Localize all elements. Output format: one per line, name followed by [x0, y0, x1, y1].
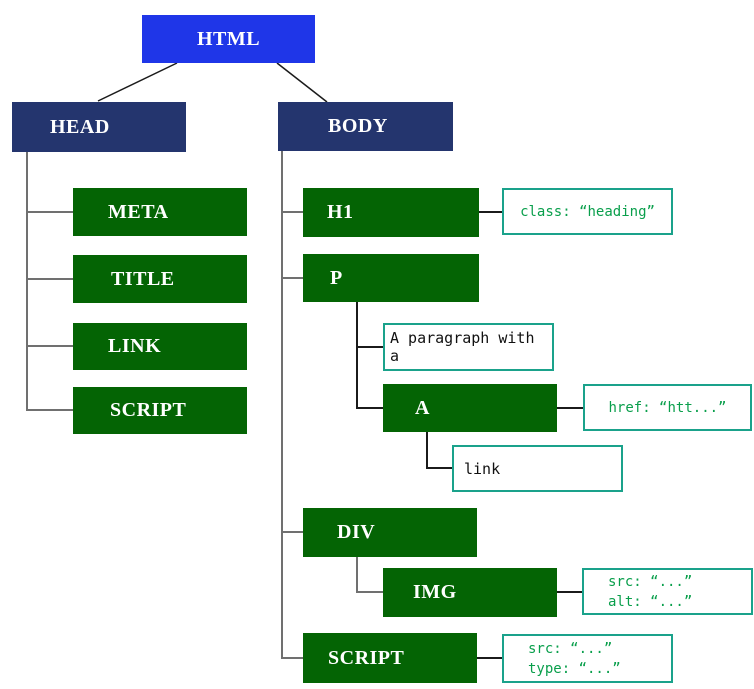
annotation-img-line-src: src: “...” [608, 573, 693, 590]
node-script-head-label: SCRIPT [110, 399, 187, 421]
annotation-script-line-type: type: “...” [528, 660, 621, 677]
node-title: TITLE [73, 255, 247, 303]
annotation-script-attrs: src: “...” type: “...” [502, 634, 673, 683]
node-html-label: HTML [196, 27, 261, 50]
node-script-body-label: SCRIPT [328, 646, 405, 669]
node-meta-label: META [108, 200, 169, 223]
annotation-a-href: href: “htt...” [583, 384, 752, 431]
node-meta: META [73, 188, 247, 236]
annotation-h1-line: class: “heading” [520, 203, 655, 220]
annotation-h1-class: class: “heading” [502, 188, 673, 235]
node-img: IMG [383, 568, 557, 617]
node-body: BODY [278, 102, 453, 151]
node-script-head: SCRIPT [73, 387, 247, 434]
node-div-label: DIV [337, 521, 376, 543]
text-node-link: link [452, 445, 623, 492]
node-title-label: TITLE [111, 267, 175, 290]
annotation-img-line-alt: alt: “...” [608, 593, 693, 610]
node-html: HTML [142, 15, 315, 63]
tree-connectors-gray [26, 151, 383, 659]
annotation-img-attrs: src: “...” alt: “...” [582, 568, 753, 615]
tree-connectors-black [356, 211, 583, 659]
node-h1: H1 [303, 188, 479, 237]
text-node-paragraph: A paragraph with a [383, 323, 554, 371]
node-script-body: SCRIPT [303, 633, 477, 683]
node-p-label: P [330, 266, 343, 289]
node-link-label: LINK [108, 335, 162, 357]
node-div: DIV [303, 508, 477, 557]
text-node-link-value: link [464, 459, 501, 478]
node-body-label: BODY [328, 115, 388, 137]
node-a: A [383, 384, 557, 432]
node-a-label: A [415, 396, 430, 419]
annotation-a-line: href: “htt...” [608, 399, 727, 416]
node-link: LINK [73, 323, 247, 370]
node-img-label: IMG [413, 581, 457, 603]
annotation-script-line-src: src: “...” [528, 640, 613, 657]
root-branch-diagonals [97, 62, 328, 103]
node-head-label: HEAD [50, 115, 110, 138]
node-head: HEAD [12, 102, 186, 152]
node-p: P [303, 254, 479, 302]
node-h1-label: H1 [327, 201, 354, 223]
text-node-paragraph-value: A paragraph with a [390, 329, 535, 365]
